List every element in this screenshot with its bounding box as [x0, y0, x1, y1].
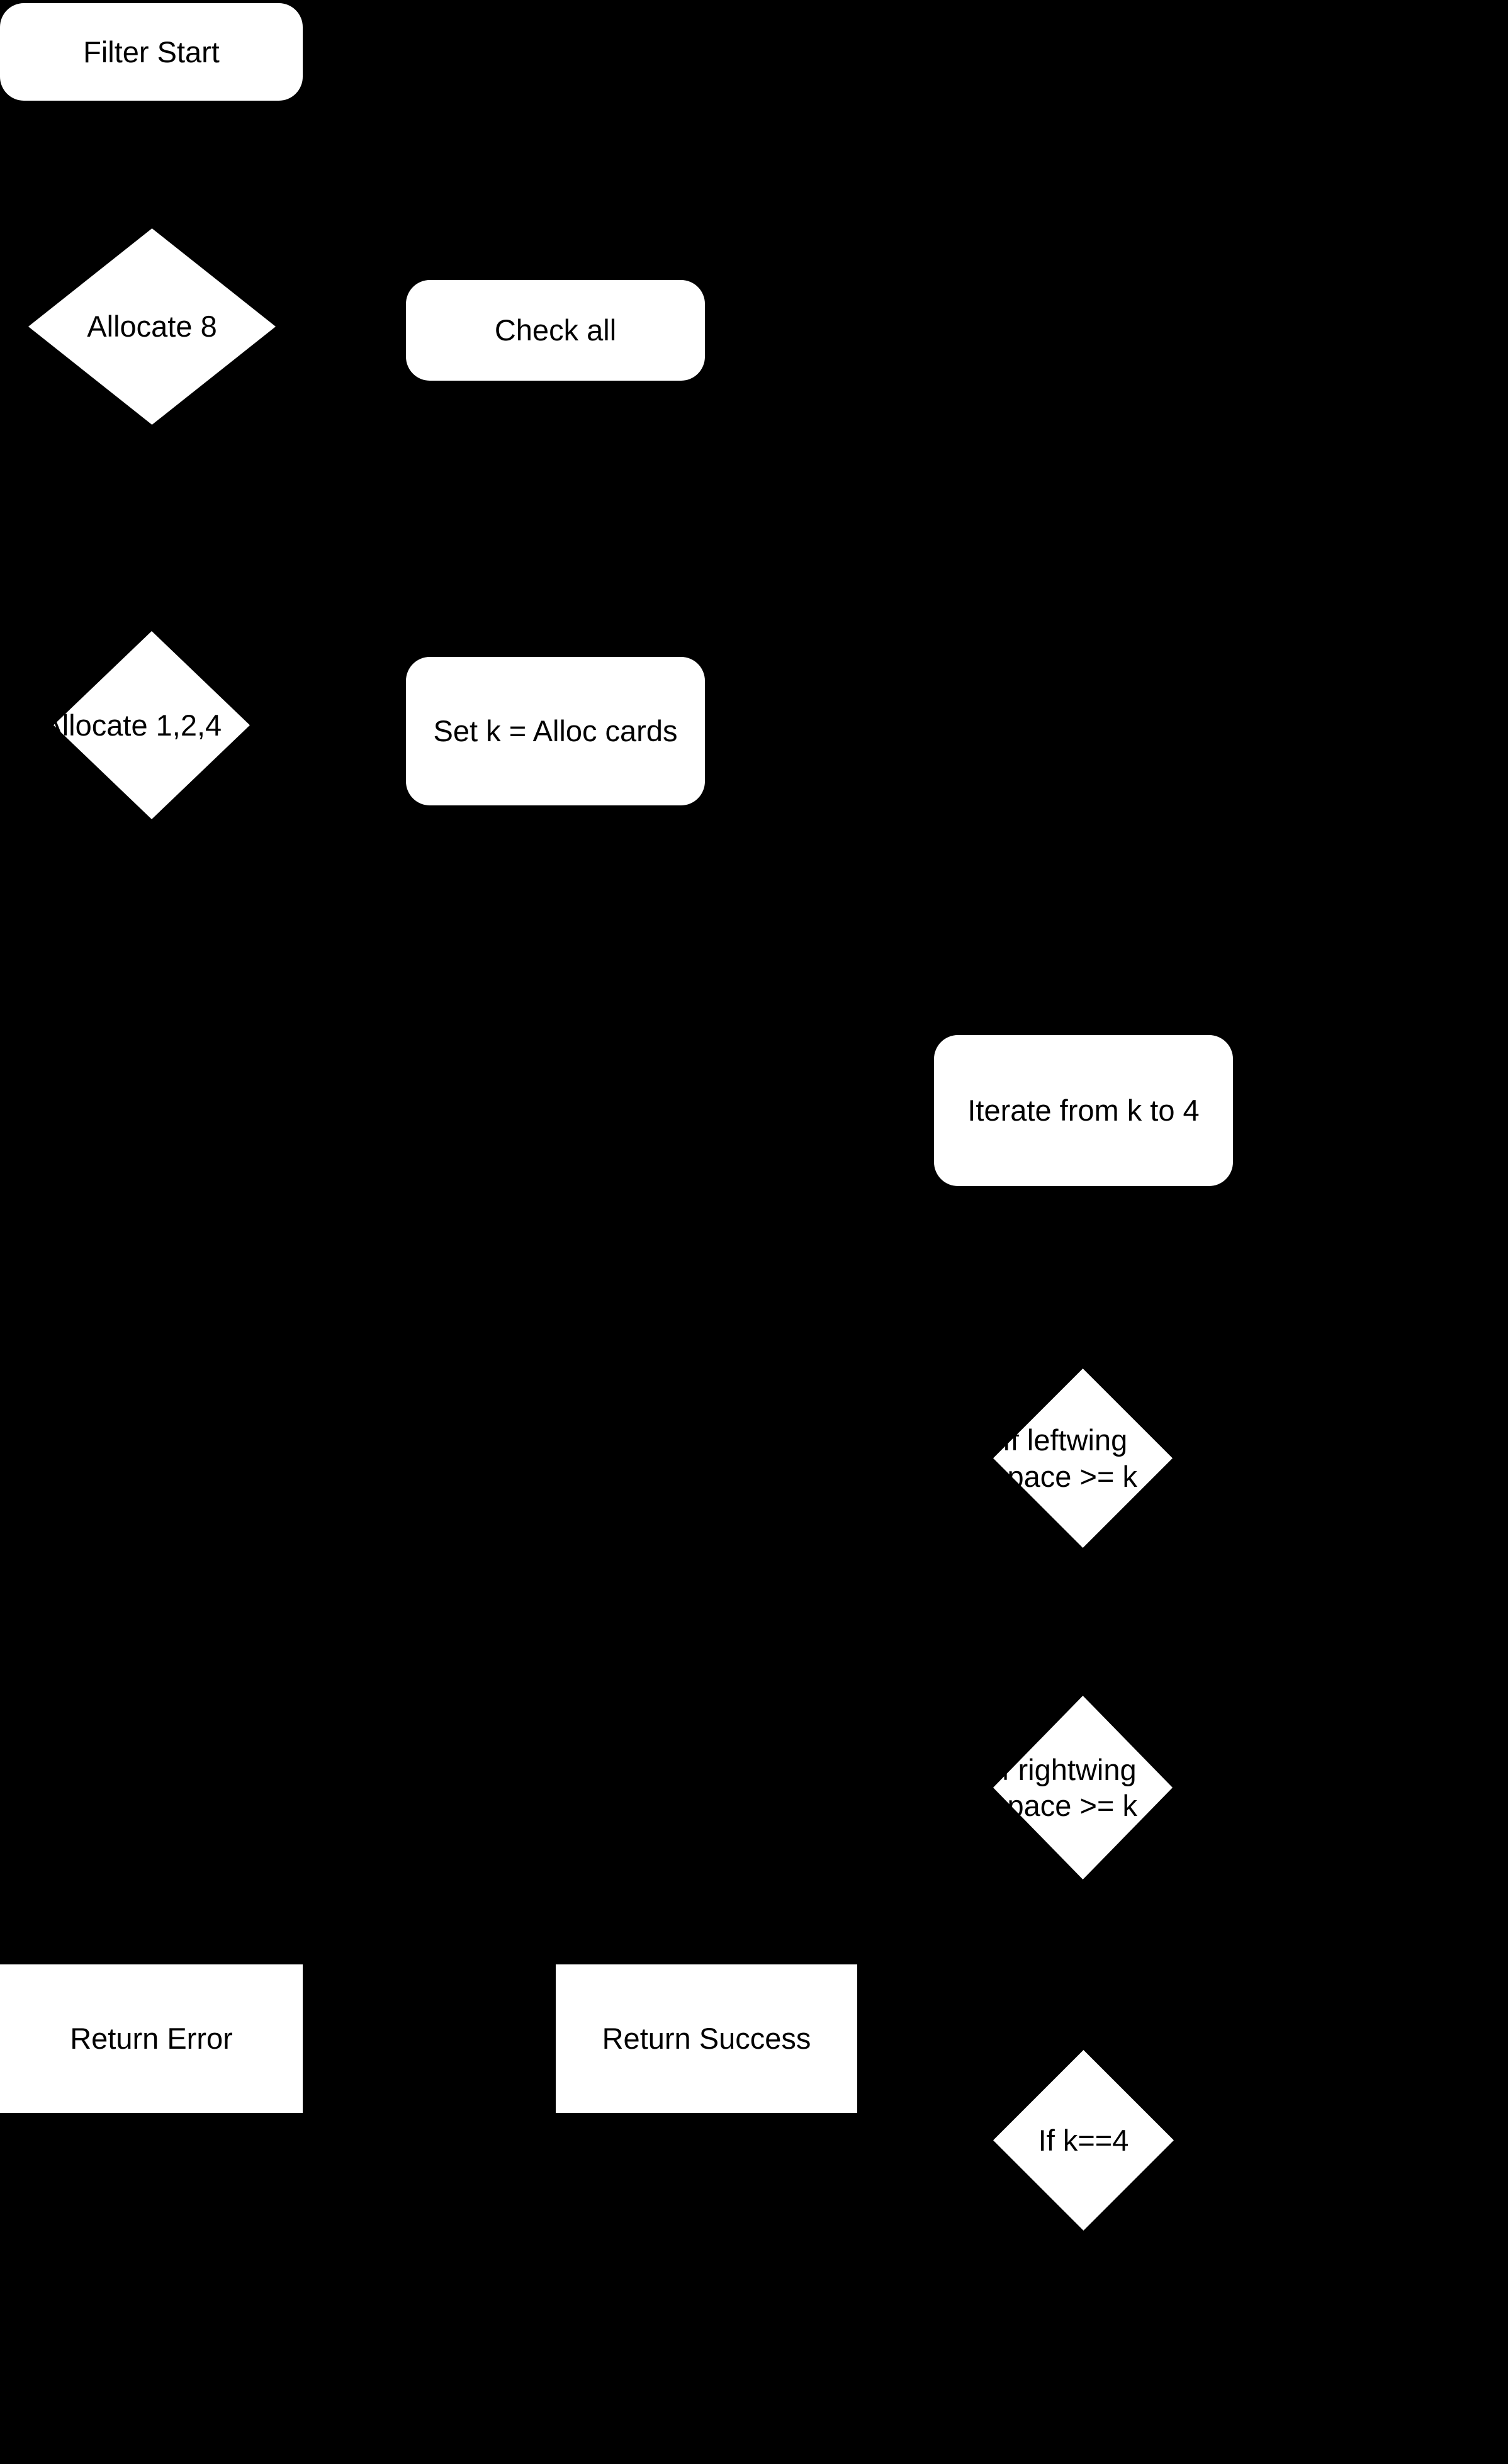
node-allocate-8[interactable]: Allocate 8 [28, 228, 276, 425]
node-label-if-rightwing-space: If rightwing space >= k [993, 1752, 1137, 1822]
node-label-if-leftwing-space: If leftwing space >= k [993, 1423, 1137, 1493]
node-allocate-1-2-4[interactable]: Allocate 1,2,4 [42, 631, 250, 819]
node-label-filter-start: Filter Start [83, 35, 220, 69]
node-label-if-k-equals-4: If k==4 [1038, 2123, 1129, 2157]
node-label-allocate-1-2-4: Allocate 1,2,4 [42, 708, 222, 742]
node-filter-start[interactable]: Filter Start [0, 3, 303, 101]
node-set-k[interactable]: Set k = Alloc cards [406, 657, 705, 805]
node-label-return-success: Return Success [602, 2022, 811, 2056]
node-check-all[interactable]: Check all [406, 280, 705, 381]
node-label-return-error: Return Error [70, 2022, 233, 2056]
node-return-error[interactable]: Return Error [0, 1964, 303, 2113]
node-if-rightwing-space[interactable]: If rightwing space >= k [993, 1696, 1173, 1879]
node-if-leftwing-space[interactable]: If leftwing space >= k [993, 1369, 1173, 1548]
node-iterate-k-to-4[interactable]: Iterate from k to 4 [934, 1035, 1233, 1186]
node-label-allocate-8: Allocate 8 [87, 310, 217, 344]
node-label-iterate-k-to-4: Iterate from k to 4 [967, 1094, 1200, 1128]
node-label-set-k: Set k = Alloc cards [433, 714, 678, 748]
node-if-k-equals-4[interactable]: If k==4 [993, 2050, 1174, 2231]
node-return-success[interactable]: Return Success [556, 1964, 857, 2113]
node-label-check-all: Check all [494, 313, 617, 347]
